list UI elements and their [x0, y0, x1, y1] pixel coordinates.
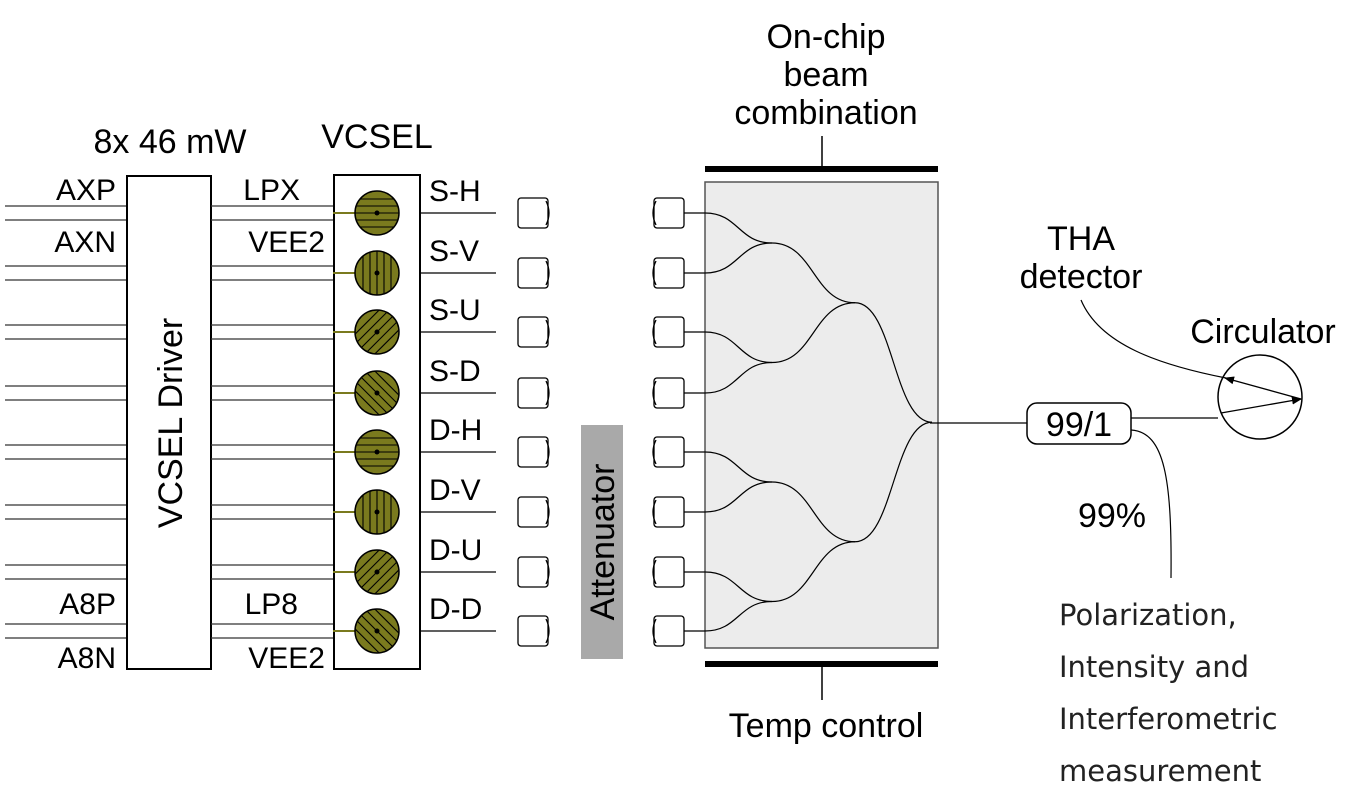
temp-control-label: Temp control: [729, 707, 924, 745]
vcsel-emitter-s-v: [333, 250, 400, 296]
emitter-center-dot: [374, 569, 380, 575]
pin-lp8: LP8: [245, 588, 298, 621]
waveguide-stage-2: [771, 302, 856, 364]
vcsel-emitter-d-d: [333, 608, 400, 654]
waveguide-stage-1: [704, 361, 773, 394]
pin-axn: AXN: [54, 226, 116, 259]
emitter-center-dot: [374, 390, 380, 396]
combiner-title-line-1: On-chip: [766, 18, 885, 56]
emitter-center-dot: [374, 509, 380, 515]
emitter-center-dot: [374, 449, 380, 455]
vcsel-emitter-s-h: [333, 190, 400, 236]
emitter-center-dot: [374, 628, 380, 634]
attenuator-label: Attenuator: [584, 464, 622, 621]
pin-axp: AXP: [56, 174, 116, 207]
vcsel-emitter-d-u: [333, 549, 400, 595]
splitter-label: 99/1: [1046, 406, 1112, 444]
measurement-line-1: Polarization,: [1059, 598, 1237, 632]
vcsel-emitter-d-v: [333, 489, 400, 535]
fiber-connector: [652, 615, 685, 647]
channel-label-d-v: D-V: [429, 474, 481, 507]
measurement-line-4: measurement: [1059, 754, 1261, 788]
emitter-center-dot: [374, 270, 380, 276]
fiber-connector: [652, 197, 685, 229]
fiber-connector: [517, 615, 550, 647]
waveguide-stage-2: [771, 541, 856, 603]
pin-a8n: A8N: [58, 642, 116, 675]
waveguide-stage-2: [771, 481, 856, 543]
waveguide-stage-1: [704, 571, 773, 603]
fiber-connector: [517, 197, 550, 229]
driver-input-wires: [5, 205, 127, 639]
fiber-connector: [652, 377, 685, 409]
vcsel-title: VCSEL: [321, 118, 433, 156]
circulator-input-arrow: [1220, 396, 1302, 414]
waveguide-stage-1: [704, 600, 773, 632]
channel-label-d-u: D-U: [429, 534, 482, 567]
fiber-connector: [517, 556, 550, 588]
circulator: [1217, 354, 1303, 440]
combiner-title-line-2: beam: [783, 56, 868, 94]
waveguide-stage-3: [854, 302, 933, 423]
fiber-connector: [652, 257, 685, 289]
splitter-99-1: [1026, 402, 1132, 445]
fiber-connector: [517, 257, 550, 289]
vcsel-driver-label: VCSEL Driver: [152, 318, 190, 528]
fiber-connector: [652, 496, 685, 528]
detector-fiber: [1080, 299, 1227, 379]
vcsel-emitter-s-u: [333, 309, 400, 355]
pin-vee2-top: VEE2: [248, 226, 325, 259]
fiber-connector: [652, 436, 685, 468]
channel-label-s-v: S-V: [429, 235, 479, 268]
waveguide-stage-1: [704, 212, 773, 244]
channel-label-d-h: D-H: [429, 414, 482, 447]
channel-label-s-h: S-H: [429, 175, 481, 208]
emitter-center-dot: [374, 210, 380, 216]
channel-label-s-d: S-D: [429, 355, 481, 388]
driver-vcsel-wires: [211, 205, 334, 639]
detector-label-line-1: THA: [1047, 220, 1115, 258]
combiner-bottom-bar: [705, 661, 938, 667]
vcsel-array-box: [333, 174, 421, 670]
attenuator-block: [581, 425, 623, 659]
waveguide-stage-1: [704, 481, 773, 513]
fiber-connector: [652, 316, 685, 348]
waveguide-stage-2: [771, 242, 856, 304]
waveguide-stage-1: [704, 451, 773, 483]
fiber-connector: [517, 377, 550, 409]
pin-vee2-bottom: VEE2: [248, 642, 325, 675]
pin-a8p: A8P: [59, 588, 116, 621]
circulator-return-arrow: [1224, 376, 1302, 400]
fiber-connector: [517, 436, 550, 468]
vcsel-emitter-s-d: [333, 370, 400, 416]
combiner-waveguide-tree: [684, 212, 933, 632]
beam-combiner-chip: [704, 181, 939, 649]
pin-lpx: LPX: [243, 174, 300, 207]
fiber-connector: [517, 496, 550, 528]
circulator-label: Circulator: [1190, 313, 1335, 351]
driver-power-label: 8x 46 mW: [93, 123, 246, 161]
vcsel-emitter-d-h: [333, 429, 400, 475]
fiber-connector: [652, 556, 685, 588]
chip-side-connectors: [652, 197, 685, 647]
channel-label-d-d: D-D: [429, 593, 482, 626]
channel-labels: S-H S-V S-U S-D D-H D-V D-U D-D: [421, 175, 496, 632]
waveguide-stage-1: [704, 242, 773, 274]
tap-output-fiber: [1130, 429, 1172, 579]
detector-label-line-2: detector: [1020, 258, 1143, 296]
waveguide-stage-3: [854, 421, 933, 543]
combiner-top-bar: [705, 166, 938, 172]
tap-percentage-label: 99%: [1078, 497, 1146, 535]
channel-label-s-u: S-U: [429, 294, 481, 327]
vcsel-side-connectors: [517, 197, 550, 647]
measurement-line-2: Intensity and: [1059, 650, 1249, 684]
waveguide-stage-1: [704, 331, 773, 364]
measurement-line-3: Interferometric: [1059, 702, 1278, 736]
combiner-title-line-3: combination: [734, 94, 917, 132]
fiber-connector: [517, 316, 550, 348]
vcsel-emitters: [333, 190, 400, 654]
emitter-center-dot: [374, 329, 380, 335]
vcsel-driver-box: [126, 175, 212, 670]
